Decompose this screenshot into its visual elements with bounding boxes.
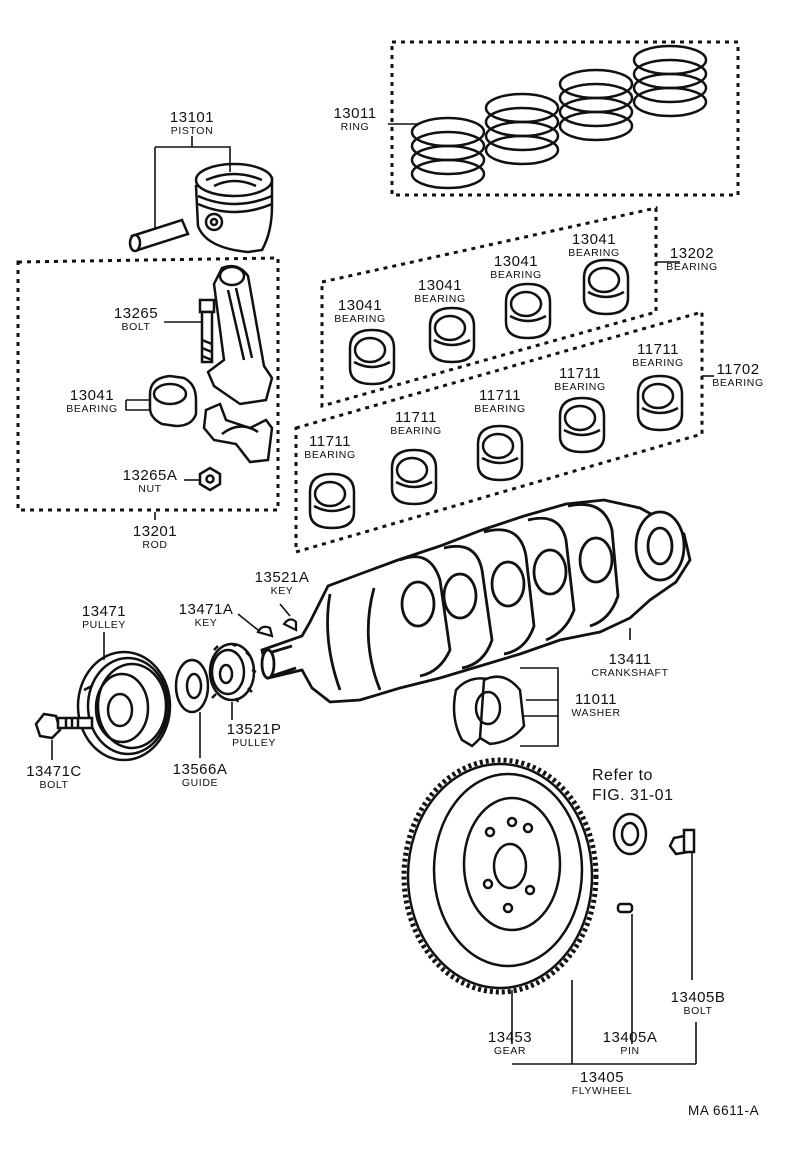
rod-nut bbox=[198, 466, 222, 492]
part-number-u3: 13041 bbox=[494, 253, 538, 270]
part-name-m2: BEARING bbox=[390, 425, 441, 437]
upper-bearing-shell-4 bbox=[582, 258, 630, 316]
part-name-guide: GUIDE bbox=[182, 777, 218, 789]
part-number-rod-bolt: 13265 bbox=[114, 305, 158, 322]
part-number-crankshaft: 13411 bbox=[608, 651, 651, 668]
refer-text: Refer to bbox=[592, 767, 653, 784]
part-name-u4: BEARING bbox=[568, 247, 619, 259]
part-name-brg-11702: BEARING bbox=[712, 377, 763, 389]
connecting-rod bbox=[202, 265, 274, 464]
part-number-guide: 13566A bbox=[173, 761, 228, 778]
main-bearing-shell-4 bbox=[558, 396, 606, 454]
part-name-pulley-bolt: BOLT bbox=[39, 779, 68, 791]
woodruff-keys bbox=[256, 618, 298, 638]
part-name-nut: NUT bbox=[138, 483, 161, 495]
upper-bearing-group-frame bbox=[320, 206, 658, 408]
part-number-m2: 11711 bbox=[395, 409, 437, 426]
part-name-cam-pulley: PULLEY bbox=[232, 737, 276, 749]
dowel-pin bbox=[616, 902, 634, 914]
pilot-bearing bbox=[612, 812, 648, 856]
part-number-rod: 13201 bbox=[133, 523, 177, 540]
part-number-piston: 13101 bbox=[170, 109, 214, 126]
part-name-key-a: KEY bbox=[271, 585, 294, 597]
crank-pulley bbox=[76, 650, 172, 762]
part-name-m1: BEARING bbox=[304, 449, 355, 461]
part-number-fw-bolt: 13405B bbox=[671, 989, 726, 1006]
main-bearing-shell-2 bbox=[390, 448, 438, 506]
main-bearing-shells bbox=[308, 374, 684, 530]
rod-bolt bbox=[198, 298, 216, 364]
part-number-pulley: 13471 bbox=[82, 603, 126, 620]
part-name-m3: BEARING bbox=[474, 403, 525, 415]
part-name-gear: GEAR bbox=[494, 1045, 526, 1057]
part-name-washer: WASHER bbox=[571, 707, 620, 719]
part-name-rod-bolt: BOLT bbox=[121, 321, 150, 333]
upper-bearing-shell-3 bbox=[504, 282, 552, 340]
thrust-washers bbox=[452, 675, 526, 748]
part-number-ring: 13011 bbox=[333, 105, 376, 122]
part-number-washer: 11011 bbox=[575, 691, 617, 708]
piston-pin bbox=[128, 218, 190, 253]
main-bearing-shell-3 bbox=[476, 424, 524, 482]
part-number-m3: 11711 bbox=[479, 387, 521, 404]
part-name-flywheel: FLYWHEEL bbox=[572, 1085, 633, 1097]
part-name-piston: PISTON bbox=[171, 125, 214, 137]
main-bearing-shell-5 bbox=[636, 374, 684, 432]
piston-rings bbox=[410, 44, 708, 190]
part-number-pin: 13405A bbox=[603, 1029, 658, 1046]
pulley-bolt bbox=[34, 712, 94, 740]
rod-group-frame bbox=[16, 256, 280, 512]
main-bearing-group-frame bbox=[294, 310, 704, 554]
part-number-pulley-bolt: 13471C bbox=[26, 763, 82, 780]
part-number-flywheel: 13405 bbox=[580, 1069, 624, 1086]
rod-bearing bbox=[148, 374, 198, 428]
part-name-pin: PIN bbox=[620, 1045, 639, 1057]
crankshaft bbox=[260, 498, 692, 704]
part-name-rod-brg: BEARING bbox=[66, 403, 117, 415]
timing-pulley bbox=[208, 642, 257, 703]
flywheel bbox=[401, 757, 599, 995]
part-number-m5: 11711 bbox=[637, 341, 679, 358]
part-name-fw-bolt: BOLT bbox=[683, 1005, 712, 1017]
part-number-rod-brg: 13041 bbox=[70, 387, 114, 404]
part-number-cam-pulley: 13521P bbox=[227, 721, 282, 738]
part-number-u2: 13041 bbox=[418, 277, 462, 294]
part-number-u4: 13041 bbox=[572, 231, 616, 248]
part-name-u3: BEARING bbox=[490, 269, 541, 281]
part-name-crankshaft: CRANKSHAFT bbox=[591, 667, 668, 679]
part-number-gear: 13453 bbox=[488, 1029, 532, 1046]
part-name-m4: BEARING bbox=[554, 381, 605, 393]
leader-lines bbox=[51, 123, 714, 1065]
guide-washer bbox=[174, 658, 210, 714]
refer-figure: FIG. 31-01 bbox=[592, 787, 673, 804]
part-number-m4: 11711 bbox=[559, 365, 601, 382]
part-number-nut: 13265A bbox=[123, 467, 178, 484]
ring-group-frame bbox=[390, 40, 740, 197]
part-name-key-b: KEY bbox=[195, 617, 218, 629]
part-name-m5: BEARING bbox=[632, 357, 683, 369]
flywheel-bolt bbox=[668, 828, 696, 856]
upper-bearing-shell-2 bbox=[428, 306, 476, 364]
part-name-u1: BEARING bbox=[334, 313, 385, 325]
part-name-u2: BEARING bbox=[414, 293, 465, 305]
upper-bearing-shell-1 bbox=[348, 328, 396, 386]
diagram-code: MA 6611-A bbox=[688, 1103, 759, 1118]
piston bbox=[194, 162, 274, 254]
part-number-m1: 11711 bbox=[309, 433, 351, 450]
part-name-pulley: PULLEY bbox=[82, 619, 126, 631]
part-name-rod: ROD bbox=[142, 539, 167, 551]
part-number-key-b: 13471A bbox=[179, 601, 234, 618]
part-number-brg-13202: 13202 bbox=[670, 245, 714, 262]
upper-bearing-shells bbox=[348, 258, 630, 386]
part-number-brg-11702: 11702 bbox=[716, 361, 759, 378]
main-bearing-shell-1 bbox=[308, 472, 356, 530]
part-name-ring: RING bbox=[341, 121, 370, 133]
part-labels: 13011RING13101PISTON13202BEARING13041BEA… bbox=[26, 105, 763, 1097]
part-number-u1: 13041 bbox=[338, 297, 382, 314]
part-name-brg-13202: BEARING bbox=[666, 261, 717, 273]
part-number-key-a: 13521A bbox=[255, 569, 310, 586]
